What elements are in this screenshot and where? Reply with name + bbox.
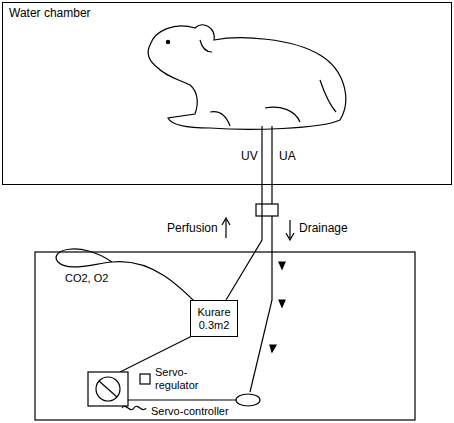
vessel-label: UA: [278, 150, 297, 164]
servo-regulator-box: [140, 374, 150, 384]
lamb-detail: [200, 40, 336, 126]
drainage-arrow: [286, 220, 294, 240]
pump-roller: [99, 381, 117, 397]
vessel-label: UV: [240, 150, 259, 164]
part-label: Perfusion: [166, 222, 219, 236]
lamb-eye: [166, 40, 169, 43]
lamb-outline: [148, 25, 346, 130]
roller-pump: [88, 372, 128, 406]
tube-connector: [256, 204, 278, 216]
part-label: Servo-regulator: [154, 366, 214, 391]
uv-tube: [261, 126, 262, 185]
part-label: Servo-controller: [150, 405, 230, 418]
flow-arrows: [270, 262, 285, 352]
controller-wire: [122, 406, 146, 409]
circuit-housing: [35, 252, 415, 420]
servo-controller-sensor: [236, 394, 260, 406]
node-text: Kurare 0.3m2: [194, 306, 234, 331]
drainage-line: [250, 222, 272, 392]
pump-rotor: [96, 377, 120, 401]
part-label: Drainage: [298, 222, 349, 236]
water-chamber: Water chamber: [2, 2, 452, 185]
part-label: CO2, O2: [64, 272, 109, 285]
perfusion-arrow: [222, 218, 230, 238]
oxygenator-box: Kurare 0.3m2: [190, 300, 238, 337]
node-text: Water chamber: [9, 7, 445, 21]
perfusion-tube: [226, 185, 262, 300]
controller-line: [128, 399, 236, 400]
